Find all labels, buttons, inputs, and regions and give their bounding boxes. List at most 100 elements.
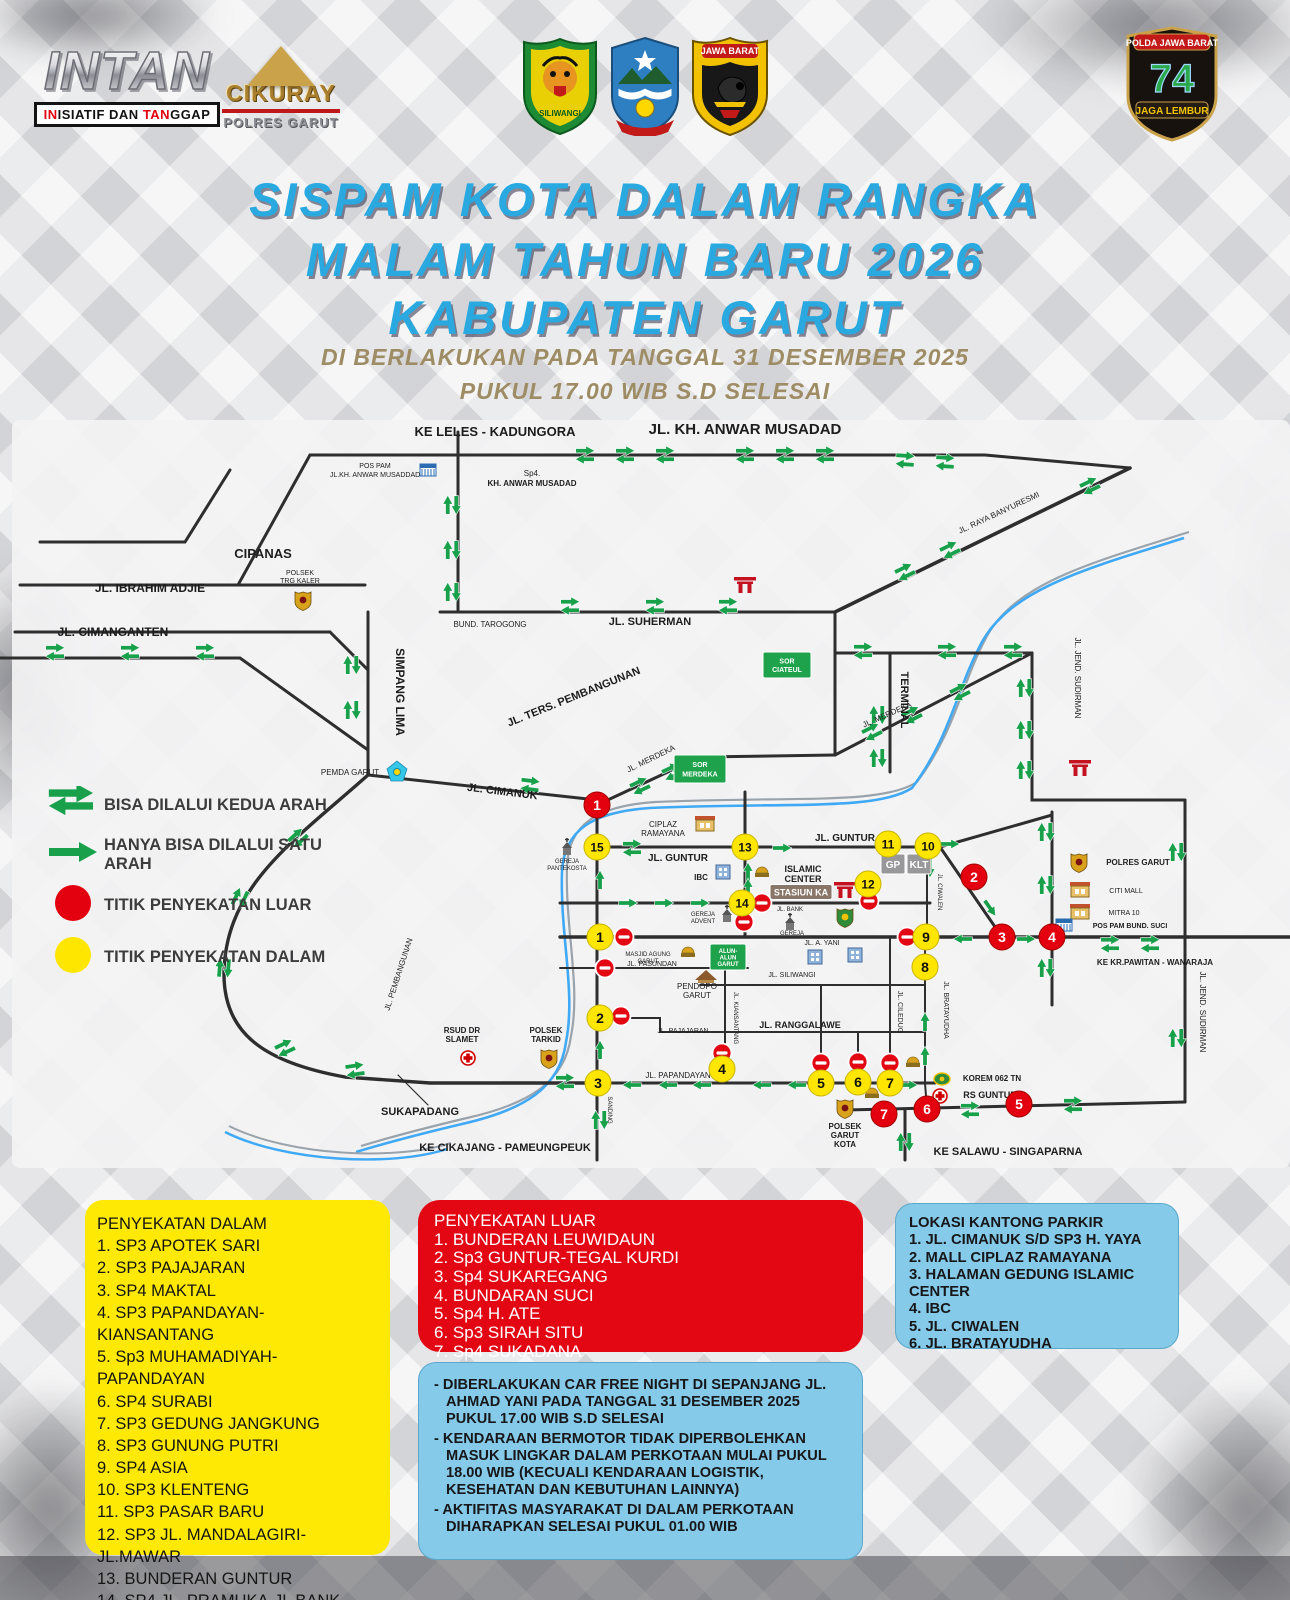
gate-icon <box>834 882 856 898</box>
no-entry-icon <box>594 957 616 979</box>
map-label: RAMAYANA <box>641 829 685 838</box>
svg-text:3: 3 <box>998 929 1006 945</box>
two-way-arrow-icon <box>519 775 541 795</box>
map-label: SANDING <box>606 1096 612 1124</box>
mall-icon <box>1070 904 1090 920</box>
two-way-arrow-icon <box>734 445 756 465</box>
two-way-arrow-icon <box>229 886 251 910</box>
panel-title: PENYEKATAN DALAM <box>97 1215 267 1233</box>
map-label: JL. RANGGALAWE <box>759 1020 841 1030</box>
list-item: 10. SP3 KLENTENG <box>97 1481 250 1500</box>
two-way-arrow-icon <box>1036 957 1056 979</box>
svg-text:8: 8 <box>921 959 929 975</box>
one-way-arrow-icon <box>742 861 754 882</box>
inner-checkpoint-marker: 5 <box>807 1069 835 1097</box>
outer-checkpoint-marker: 3 <box>988 923 1016 951</box>
list-item: 6. JL. BRATAYUDHA <box>909 1336 1052 1353</box>
map-label: ISLAMIC <box>785 864 822 874</box>
notes-list: - DIBERLAKUKAN CAR FREE NIGHT DI SEPANJA… <box>434 1377 847 1536</box>
two-way-arrow-icon <box>934 452 956 472</box>
map-label: POLSEK <box>530 1026 563 1035</box>
svg-text:6: 6 <box>923 1101 931 1117</box>
title-line-3: KABUPATEN GARUT <box>388 291 902 344</box>
no-entry-icon <box>613 926 635 948</box>
map-label: JL. PAJAJARAN <box>657 1028 708 1035</box>
list-item: 6. SP4 SURABI <box>97 1392 213 1411</box>
legend-item-outer-checkpoint: TITIK PENYEKATAN LUAR <box>42 884 342 926</box>
list-item: 1. JL. CIMANUK S/D SP3 H. YAYA <box>909 1232 1142 1249</box>
yellow-dot-icon <box>42 936 104 978</box>
list-item: 7. Sp4 SUKADANA <box>434 1341 582 1361</box>
svg-text:POLDA JAWA BARAT: POLDA JAWA BARAT <box>1126 38 1219 48</box>
svg-text:ALUN: ALUN <box>720 955 737 961</box>
svg-text:1: 1 <box>596 929 604 945</box>
church-icon <box>562 838 572 855</box>
polda-anniversary-logo: POLDA JAWA BARAT 74 JAGA LEMBUR <box>1124 26 1220 147</box>
map-label: JL. KIANSANTANG <box>732 992 738 1045</box>
map-icons <box>294 463 1091 1119</box>
outer-checkpoint-marker: 1 <box>583 791 611 819</box>
list-item: 11. SP3 PASAR BARU <box>97 1503 265 1522</box>
svg-text:4: 4 <box>718 1061 726 1077</box>
two-way-arrow-icon <box>654 445 676 465</box>
no-entry-icon <box>751 892 773 914</box>
map-label: CITI MALL <box>1109 888 1143 895</box>
map-label: GEREJA <box>555 859 579 865</box>
church-icon <box>785 913 795 930</box>
inner-checkpoint-marker: 3 <box>584 1069 612 1097</box>
two-way-arrow-icon <box>44 642 66 662</box>
svg-text:5: 5 <box>817 1075 825 1091</box>
list-item: - AKTIFITAS MASYARAKAT DI DALAM PERKOTAA… <box>434 1501 794 1535</box>
korem-logo-icon <box>933 1072 951 1086</box>
list-item: 3. HALAMAN GEDUNG ISLAMIC CENTER <box>909 1266 1135 1301</box>
two-way-arrow-icon <box>774 445 796 465</box>
no-entry-icon <box>810 1052 832 1074</box>
map-background <box>12 420 1290 1168</box>
map-label: MASJID AGUNG <box>625 952 671 958</box>
map-legend: BISA DILALUI KEDUA ARAH HANYA BISA DILAL… <box>42 783 342 989</box>
two-way-arrow-icon <box>214 957 234 979</box>
svg-text:1: 1 <box>593 797 601 813</box>
panel-kantong-parkir: LOKASI KANTONG PARKIR 1. JL. CIMANUK S/D… <box>895 1203 1179 1352</box>
list-item: 13. BUNDERAN GUNTUR <box>97 1570 293 1588</box>
map-label: JL. GUNTUR <box>648 853 709 864</box>
two-way-arrow-icon <box>590 1109 610 1131</box>
panel-title: LOKASI KANTONG PARKIR <box>909 1215 1104 1231</box>
map-label: PEMDA GARUT <box>321 768 379 777</box>
two-way-arrow-icon <box>1167 841 1187 863</box>
svg-text:6: 6 <box>854 1074 862 1090</box>
siliwangi-shield-icon: SILIWANGI <box>523 37 597 136</box>
map-label: ADVENT <box>691 919 716 925</box>
map-label: Sp4. <box>524 469 540 478</box>
legend-label: HANYA BISA DILALUI SATU ARAH <box>104 836 322 873</box>
polres-garut-label: POLRES GARUT <box>223 115 339 130</box>
one-way-arrow-icon <box>691 1079 712 1091</box>
inner-checkpoint-marker: 8 <box>911 953 939 981</box>
map-label: CENTER <box>784 874 822 884</box>
map-label: POLSEK <box>286 570 314 577</box>
hospital-cross-icon <box>460 1050 476 1066</box>
svg-text:2: 2 <box>970 869 978 885</box>
two-way-arrow-icon <box>559 596 581 616</box>
panel-notes: - DIBERLAKUKAN CAR FREE NIGHT DI SEPANJA… <box>418 1362 863 1560</box>
svg-text:9: 9 <box>922 929 930 945</box>
list-item: - KENDARAAN BERMOTOR TIDAK DIPERBOLEHKAN… <box>434 1430 827 1499</box>
svg-text:4: 4 <box>1048 929 1056 945</box>
two-way-arrow-icon <box>442 494 462 516</box>
two-way-arrow-icon <box>621 838 643 858</box>
legend-item-one-way: HANYA BISA DILALUI SATU ARAH <box>42 836 342 874</box>
map-label: KE CIKAJANG - PAMEUNGPEUK <box>419 1142 591 1154</box>
two-way-arrow-icon <box>286 827 310 849</box>
map-label: POS PAM BUND. SUCI <box>1093 923 1168 930</box>
one-way-arrow-icon <box>594 1039 606 1060</box>
inner-checkpoint-marker: 7 <box>876 1069 904 1097</box>
station-box: STASIUN KA <box>769 884 833 900</box>
outer-checkpoint-marker: 6 <box>913 1095 941 1123</box>
list-item: 7. SP3 GEDUNG JANGKUNG <box>97 1414 320 1433</box>
two-way-arrow-icon <box>342 654 362 676</box>
mall-icon <box>1070 882 1090 898</box>
